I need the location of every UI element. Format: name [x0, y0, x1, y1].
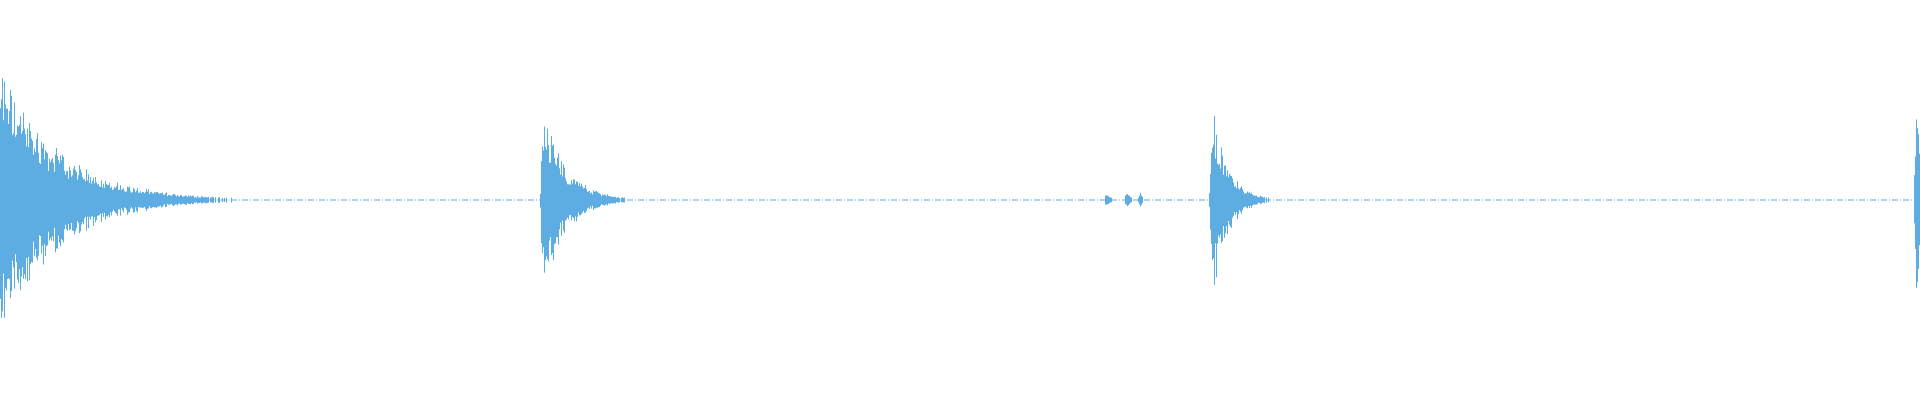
- transient-3: [1210, 90, 1241, 310]
- blip-1: [1104, 190, 1112, 210]
- transient-1: [0, 56, 115, 344]
- blip-3: [1138, 192, 1146, 208]
- waveform-signal: [0, 78, 1920, 318]
- transient-4: [1914, 84, 1920, 316]
- transient-2: [541, 100, 587, 300]
- blip-2: [1124, 190, 1132, 210]
